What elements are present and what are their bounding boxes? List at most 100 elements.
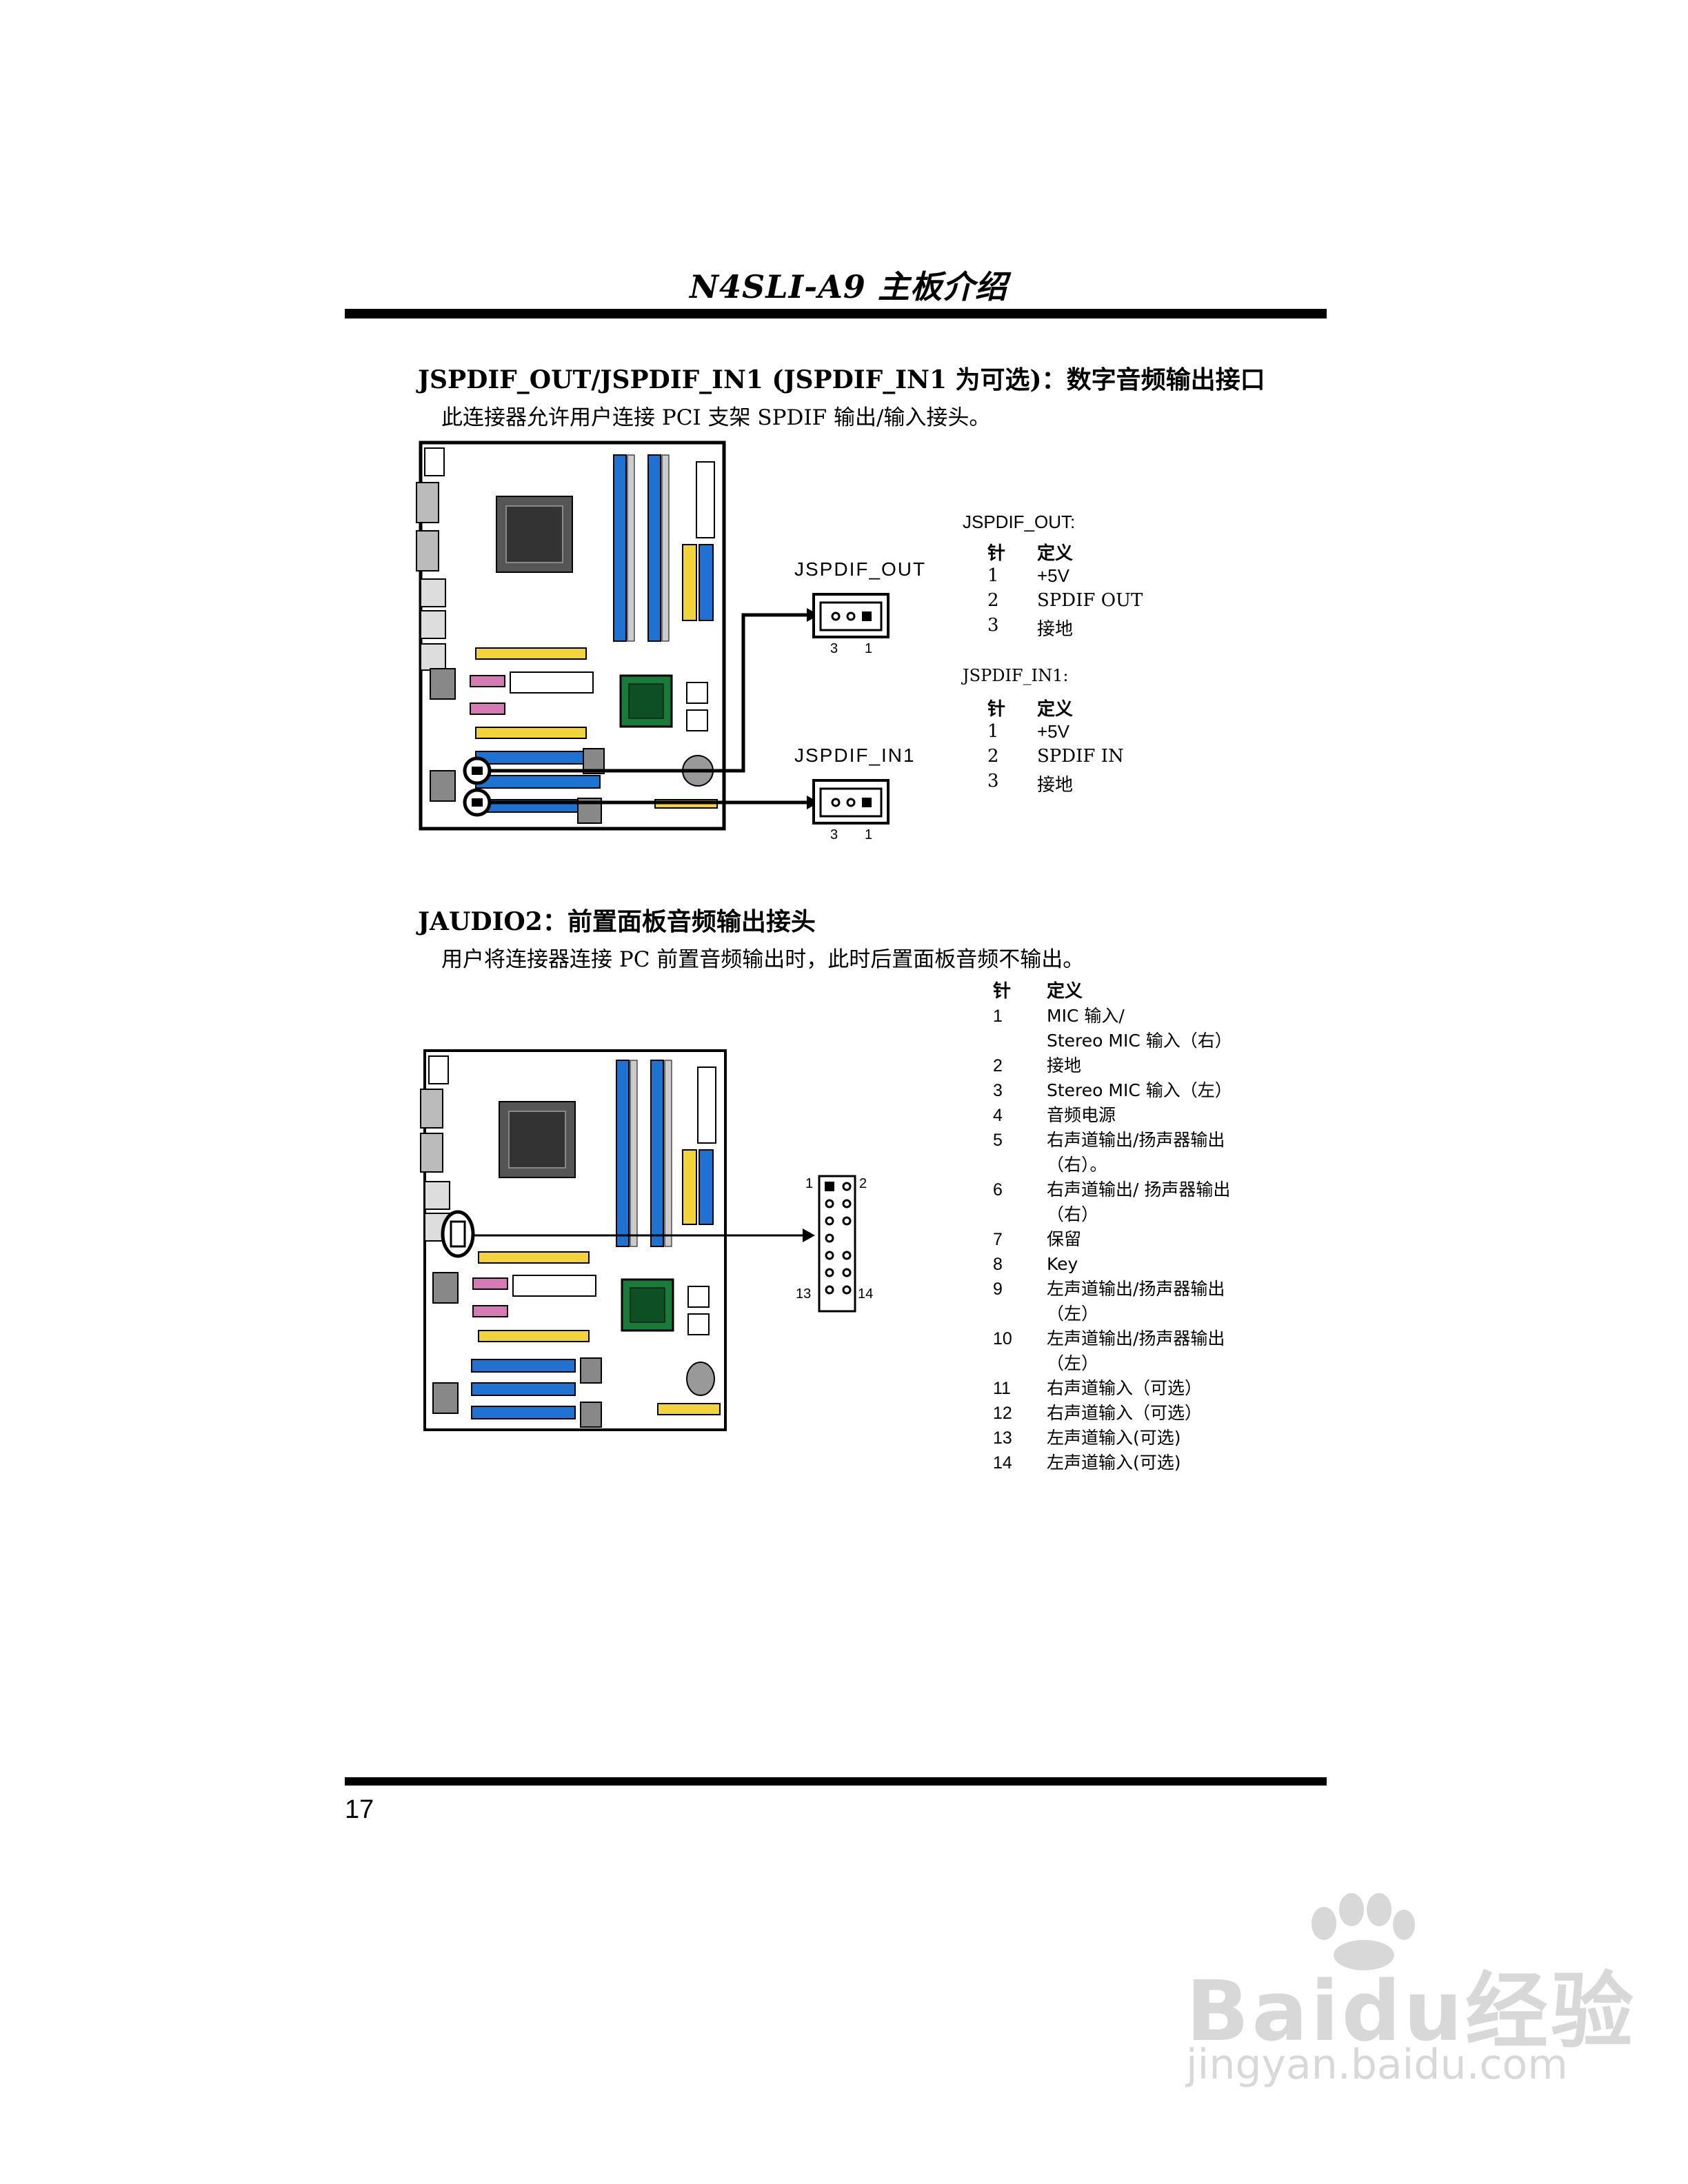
table-row: 13 左声道输入(可选) <box>993 1426 1232 1450</box>
page-header-title: N4SLI-A9 主板介绍 <box>690 268 1007 305</box>
footer-rule <box>345 1777 1327 1786</box>
pin-cell: 3 <box>987 771 999 791</box>
def-line: 右声道输出/ 扬声器输出 <box>1047 1180 1231 1200</box>
section1-title: JSPDIF_OUT/JSPDIF_IN1 (JSPDIF_IN1 为可选)：数… <box>418 365 1265 394</box>
table-row: 11 右声道输入（可选） <box>993 1376 1232 1401</box>
jaudio2-pin2-label: 2 <box>859 1176 867 1191</box>
watermark-brand: Baidu经验 <box>1186 1964 1636 2060</box>
pin-cell: 1 <box>993 1007 1003 1026</box>
def-line-2: （左） <box>1047 1353 1099 1373</box>
def-line: 右声道输出/扬声器输出 <box>1047 1130 1225 1150</box>
baidu-paw-icon <box>1312 1893 1415 1970</box>
table-row: 1 MIC 输入/ Stereo MIC 输入（右） <box>993 1004 1232 1053</box>
def-cell: 右声道输出/ 扬声器输出 （右） <box>1047 1177 1232 1227</box>
section1-desc: 此连接器允许用户连接 PCI 支架 SPDIF 输出/输入接头。 <box>441 405 991 430</box>
pin-cell: 1 <box>987 565 999 586</box>
section2-title: JAUDIO2：前置面板音频输出接头 <box>418 907 816 936</box>
table-row: 3 接地 <box>987 771 1124 796</box>
pin-cell: 1 <box>987 721 999 742</box>
section2-desc: 用户将连接器连接 PC 前置音频输出时，此时后置面板音频不输出。 <box>441 947 1085 972</box>
def-cell: +5V <box>1037 565 1069 586</box>
def-line: 左声道输出/扬声器输出 <box>1047 1279 1225 1299</box>
def-cell: 保留 <box>1047 1229 1082 1249</box>
col-pin-header: 针 <box>987 543 1006 564</box>
pin-cell: 5 <box>993 1131 1003 1150</box>
table-row: 10 左声道输出/扬声器输出 （左） <box>993 1326 1232 1376</box>
table-header-row: 针 定义 <box>987 694 1124 721</box>
pin-cell: 14 <box>993 1453 1012 1473</box>
pin-cell: 2 <box>987 590 999 611</box>
header-rule <box>345 309 1327 318</box>
table-row: 2 SPDIF IN <box>987 746 1124 771</box>
pin-cell: 2 <box>993 1056 1003 1075</box>
def-cell: SPDIF IN <box>1037 746 1124 767</box>
def-cell: 左声道输出/扬声器输出 （左） <box>1047 1277 1232 1326</box>
def-line-2: （右）。 <box>1047 1155 1107 1175</box>
jspdif-out-caption: JSPDIF_OUT: <box>963 512 1076 532</box>
col-def-header: 定义 <box>1037 698 1074 720</box>
jspdif-out-label: JSPDIF_OUT <box>794 558 927 580</box>
pin-cell: 6 <box>993 1180 1003 1200</box>
pin-cell: 7 <box>993 1230 1003 1249</box>
table-row: 1 +5V <box>987 721 1124 746</box>
pin-cell: 2 <box>987 746 999 767</box>
jspdif-out-pin3: 3 <box>830 641 838 656</box>
jspdif-in1-pin-table: 针 定义 1 +5V 2 SPDIF IN 3 接地 <box>987 694 1124 796</box>
pin-cell: 3 <box>993 1081 1003 1100</box>
pin-cell: 12 <box>993 1404 1012 1423</box>
jspdif-in1-pin1: 1 <box>865 827 873 842</box>
def-cell: 右声道输入（可选） <box>1047 1403 1203 1423</box>
table-row: 7 保留 <box>993 1227 1232 1252</box>
def-cell: +5V <box>1037 721 1069 742</box>
jspdif-in1-caption: JSPDIF_IN1: <box>963 666 1069 685</box>
pin-cell: 3 <box>987 615 999 636</box>
table-row: 6 右声道输出/ 扬声器输出 （右） <box>993 1177 1232 1227</box>
def-line: 左声道输出/扬声器输出 <box>1047 1328 1225 1348</box>
def-cell: Stereo MIC 输入（左） <box>1047 1080 1232 1100</box>
jaudio2-pin-table: 针 定义 1 MIC 输入/ Stereo MIC 输入（右） 2 接地 3 S… <box>993 975 1232 1475</box>
def-cell: 接地 <box>1037 619 1074 640</box>
def-cell: 左声道输入(可选) <box>1047 1428 1181 1448</box>
def-cell: 右声道输出/扬声器输出 （右）。 <box>1047 1128 1232 1177</box>
table-row: 3 接地 <box>987 615 1143 640</box>
table-row: 2 SPDIF OUT <box>987 590 1143 615</box>
jspdif-out-pin1: 1 <box>865 641 873 656</box>
motherboard-diagram-1 <box>416 441 890 831</box>
def-cell: 左声道输入(可选) <box>1047 1453 1181 1473</box>
def-line-2: Stereo MIC 输入（右） <box>1047 1031 1232 1051</box>
table-row: 9 左声道输出/扬声器输出 （左） <box>993 1277 1232 1326</box>
pin-cell: 9 <box>993 1280 1003 1299</box>
pin-cell: 10 <box>993 1329 1012 1348</box>
pin-cell: 8 <box>993 1255 1003 1274</box>
def-line-2: （右） <box>1047 1204 1099 1224</box>
jspdif-in1-pin3: 3 <box>830 827 838 842</box>
jaudio2-pin1-label: 1 <box>805 1176 814 1191</box>
watermark-url: jingyan.baidu.com <box>1186 2041 1568 2089</box>
table-row: 14 左声道输入(可选) <box>993 1450 1232 1475</box>
table-row: 2 接地 <box>993 1053 1232 1078</box>
def-cell: 接地 <box>1037 775 1074 796</box>
table-row: 3 Stereo MIC 输入（左） <box>993 1078 1232 1103</box>
table-header-row: 针 定义 <box>993 975 1232 1004</box>
pin-cell: 13 <box>993 1428 1012 1448</box>
def-cell: Key <box>1047 1254 1078 1274</box>
table-row: 4 音频电源 <box>993 1103 1232 1128</box>
jspdif-in1-label: JSPDIF_IN1 <box>794 745 916 766</box>
def-line-2: （左） <box>1047 1304 1099 1324</box>
def-cell: 左声道输出/扬声器输出 （左） <box>1047 1326 1232 1376</box>
pin-cell: 11 <box>993 1379 1011 1398</box>
jaudio2-pin13-label: 13 <box>796 1286 812 1302</box>
table-row: 8 Key <box>993 1252 1232 1277</box>
pin-cell: 4 <box>993 1106 1003 1125</box>
jspdif-out-pin-table: 针 定义 1 +5V 2 SPDIF OUT 3 接地 <box>987 538 1143 640</box>
page-number: 17 <box>345 1795 374 1824</box>
def-cell: 音频电源 <box>1047 1105 1116 1125</box>
jaudio2-pin14-label: 14 <box>858 1286 874 1302</box>
table-row: 1 +5V <box>987 565 1143 590</box>
col-def-header: 定义 <box>1047 980 1083 1002</box>
table-row: 12 右声道输入（可选） <box>993 1401 1232 1426</box>
def-cell: 右声道输入（可选） <box>1047 1378 1203 1398</box>
col-pin-header: 针 <box>987 698 1006 720</box>
def-cell: MIC 输入/ Stereo MIC 输入（右） <box>1047 1004 1232 1053</box>
motherboard-diagram-2 <box>420 1049 856 1431</box>
